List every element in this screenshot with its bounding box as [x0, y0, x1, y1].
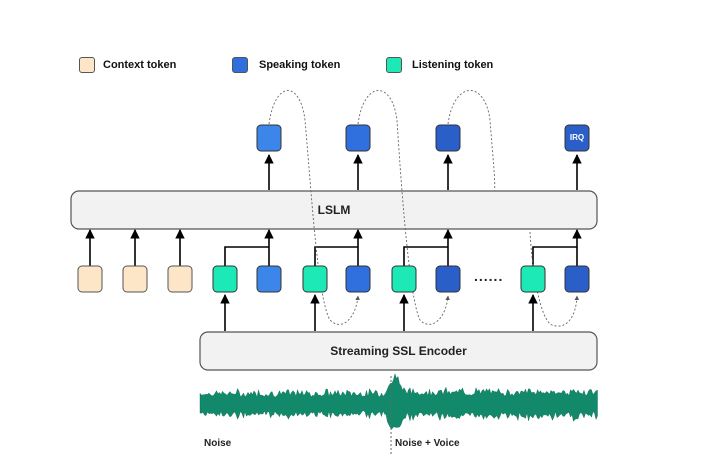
fusion-lines [224, 246, 577, 266]
listening-tokens [212, 265, 546, 293]
fusion-line-1 [224, 246, 269, 266]
speaking-token-output [256, 124, 282, 152]
speaking-token [564, 265, 590, 293]
autoregressive-loops [268, 90, 580, 327]
lslm-to-output-arrows [264, 154, 582, 190]
lslm-label: LSLM [317, 203, 351, 217]
noise-caption: Noise [204, 438, 232, 449]
speaking-token [256, 265, 282, 293]
speaking-token [345, 265, 371, 293]
waveform-shape [199, 373, 598, 430]
listening-token [520, 265, 546, 293]
listening-token [212, 265, 238, 293]
fusion-line-3 [403, 246, 448, 266]
legend-speaking-swatch [232, 57, 248, 73]
encoder-box [199, 331, 598, 371]
loop-2 [357, 90, 450, 325]
encoder-label: Streaming SSL Encoder [330, 344, 467, 358]
lslm-box [70, 190, 598, 230]
fusion-line-2 [314, 246, 358, 266]
context-token [122, 265, 148, 293]
noise-voice-caption: Noise + Voice [395, 438, 460, 449]
speaking-token-output [345, 124, 371, 152]
token-to-lslm-arrows [85, 229, 582, 266]
irq-token [564, 124, 590, 152]
loop-1 [268, 90, 360, 325]
fusion-line-4 [532, 246, 577, 266]
context-tokens [77, 265, 193, 293]
speaking-tokens-output [256, 124, 590, 152]
legend-listening-swatch [386, 57, 402, 73]
legend-listening-label: Listening token [412, 59, 494, 71]
listening-token [302, 265, 328, 293]
context-token [77, 265, 103, 293]
context-token [167, 265, 193, 293]
speaking-token-output [435, 124, 461, 152]
legend-context-label: Context token [103, 59, 177, 71]
ellipsis: ...... [474, 268, 504, 284]
legend-context-swatch [79, 57, 95, 73]
waveform [199, 373, 598, 430]
speaking-tokens-input [256, 265, 590, 293]
speaking-token [435, 265, 461, 293]
legend-speaking-label: Speaking token [259, 59, 341, 71]
listening-token [391, 265, 417, 293]
irq-label: IRQ [569, 133, 585, 142]
loop-3 [447, 90, 496, 191]
encoder-to-token-arrows [220, 294, 538, 331]
